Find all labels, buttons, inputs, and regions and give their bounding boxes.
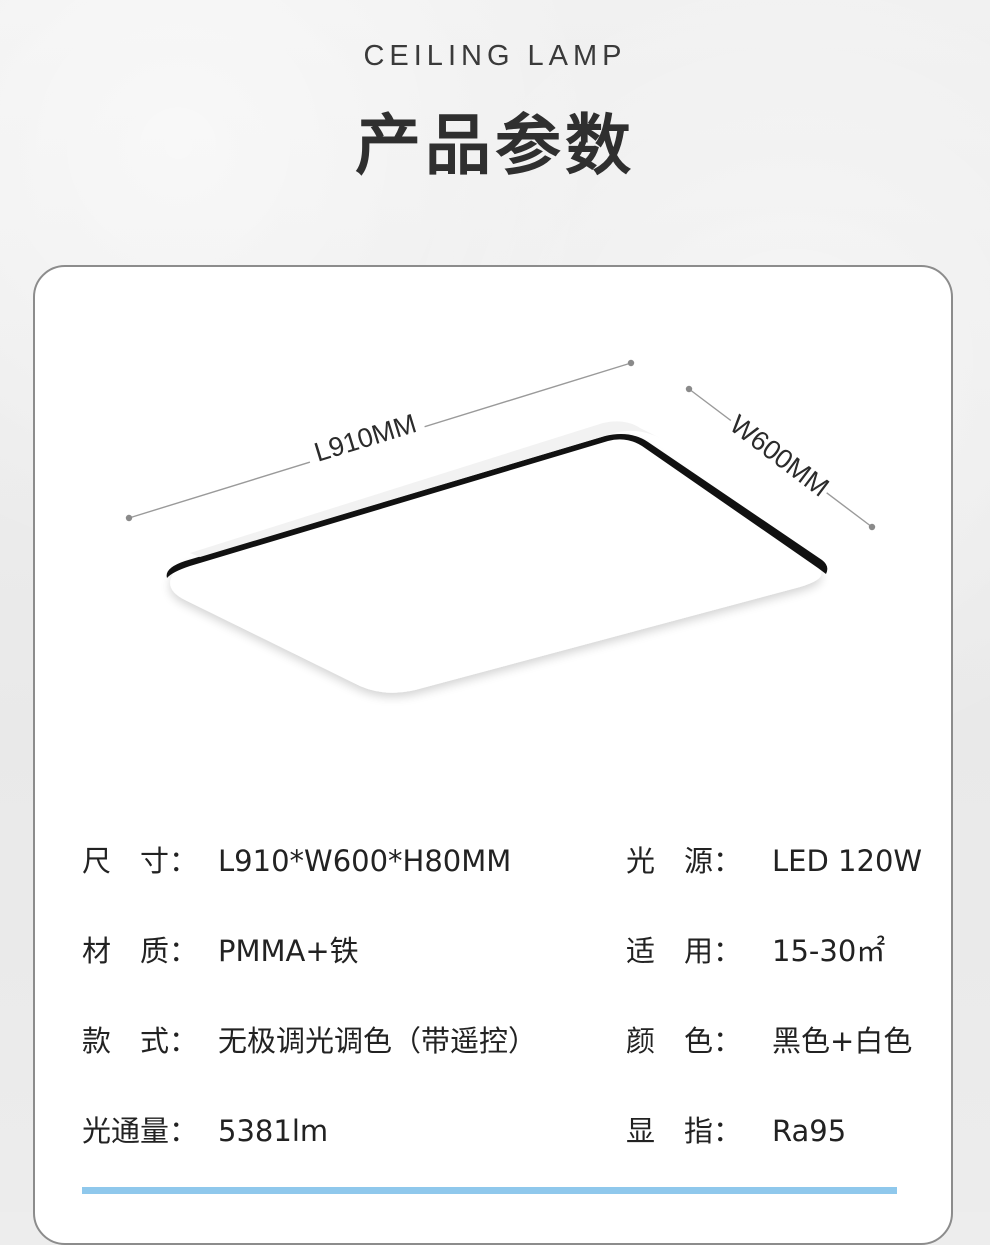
spec-label: 尺 寸： bbox=[82, 844, 199, 878]
length-dimension-end-dot bbox=[627, 359, 635, 367]
width-dimension-end-dot bbox=[868, 523, 876, 531]
spec-row-material: 材 质： PMMA+铁 bbox=[82, 928, 359, 970]
width-label-mask bbox=[717, 398, 843, 512]
spec-label: 光 源： bbox=[626, 844, 743, 878]
spec-label: 材 质： bbox=[82, 934, 199, 968]
spec-row-color: 颜 色： 黑色+白色 bbox=[626, 1018, 912, 1060]
spec-label: 适 用： bbox=[626, 934, 743, 968]
spec-value: 无极调光调色（带遥控） bbox=[218, 1024, 538, 1058]
spec-table: 尺 寸： L910*W600*H80MM 材 质： PMMA+铁 款 式： 无极调光调… bbox=[82, 838, 922, 1150]
spec-value: 黑色+白色 bbox=[772, 1024, 913, 1058]
spec-value: LED 120W bbox=[772, 844, 923, 878]
accent-bar bbox=[82, 1187, 897, 1194]
spec-value: 15-30㎡ bbox=[772, 934, 886, 968]
spec-row-light-source: 光 源： LED 120W bbox=[626, 838, 922, 880]
length-dimension-start-dot bbox=[125, 514, 133, 522]
spec-value: L910*W600*H80MM bbox=[218, 844, 512, 878]
spec-value: Ra95 bbox=[772, 1114, 847, 1148]
spec-label: 颜 色： bbox=[626, 1024, 743, 1058]
spec-row-cri: 显 指： Ra95 bbox=[626, 1108, 846, 1150]
lamp-body bbox=[170, 434, 822, 693]
spec-row-applicable-area: 适 用： 15-30㎡ bbox=[626, 928, 885, 970]
page-subtitle: CEILING LAMP bbox=[363, 40, 627, 72]
spec-label: 显 指： bbox=[626, 1114, 743, 1148]
page-title: 产品参数 bbox=[355, 107, 635, 184]
spec-row-size: 尺 寸： L910*W600*H80MM bbox=[82, 838, 511, 880]
lamp-rim bbox=[190, 421, 660, 557]
width-dimension-start-dot bbox=[685, 385, 693, 393]
length-label-mask bbox=[300, 395, 430, 479]
spec-label: 款 式： bbox=[82, 1024, 199, 1058]
spec-card bbox=[33, 265, 953, 1245]
spec-row-style: 款 式： 无极调光调色（带遥控） bbox=[82, 1018, 537, 1060]
spec-label: 光通量： bbox=[82, 1114, 199, 1148]
spec-row-luminous-flux: 光通量： 5381lm bbox=[82, 1108, 328, 1150]
lamp-diagram: L910MM W600MM bbox=[125, 359, 876, 693]
spec-value: PMMA+铁 bbox=[218, 934, 359, 968]
spec-value: 5381lm bbox=[218, 1114, 329, 1148]
